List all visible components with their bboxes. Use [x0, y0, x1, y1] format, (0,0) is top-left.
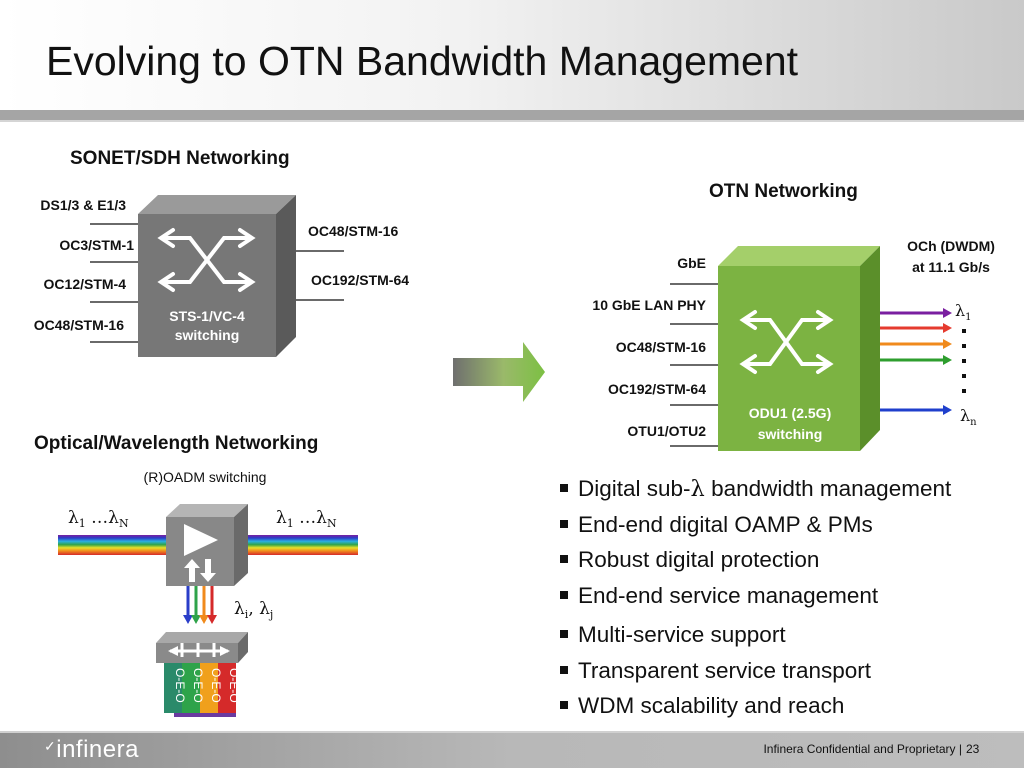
- footer-line: [0, 731, 1024, 733]
- sonet-input-label: OC48/STM-16: [34, 317, 124, 333]
- logo-check-icon: ✓: [44, 738, 57, 754]
- lambda-symbol: λ: [690, 476, 705, 502]
- roadm-box: [166, 504, 248, 586]
- sonet-box-label: STS-1/VC-4: [169, 308, 245, 324]
- sonet-heading: SONET/SDH Networking: [70, 148, 290, 169]
- logo-text: infinera: [56, 736, 139, 763]
- bullet-square-icon: [560, 665, 568, 674]
- list-item: WDM scalability and reach: [558, 691, 951, 727]
- bullet-square-icon: [560, 630, 568, 638]
- header-background: [0, 0, 1024, 112]
- sonet-box-label: switching: [175, 327, 240, 343]
- rainbow-fiber-right: [246, 535, 358, 555]
- header-bar-line: [0, 120, 1024, 122]
- otn-input-label: GbE: [677, 255, 706, 271]
- bullet-text: End-end service management: [578, 582, 879, 608]
- oeo-cards: [164, 663, 236, 717]
- bullet-text: End-end digital OAMP & PMs: [578, 511, 873, 537]
- otn-input-label: OC48/STM-16: [616, 339, 706, 355]
- bullet-text: bandwidth management: [704, 476, 952, 501]
- otn-input-label: 10 GbE LAN PHY: [592, 297, 706, 313]
- wavelength-arrows: [880, 308, 952, 415]
- list-item: Robust digital protection: [558, 545, 951, 581]
- otn-box-label: ODU1 (2.5G): [749, 405, 831, 421]
- otn-input-label: OC192/STM-64: [608, 381, 706, 397]
- crossover-switch-icon: [739, 310, 834, 374]
- oeo-label: O-E-O: [209, 668, 223, 703]
- otn-switch-box: [718, 246, 880, 451]
- bullet-square-icon: [560, 701, 568, 709]
- lambda-1-label: λ1: [955, 301, 972, 323]
- bullet-square-icon: [560, 555, 568, 563]
- lambda-range-left: λ1 …λN: [68, 508, 129, 530]
- lambda-i-j-label: λi, λj: [234, 599, 273, 621]
- infinera-logo: ✓infinera: [44, 736, 139, 764]
- lambda-n-label: λn: [960, 406, 977, 428]
- otn-box-label: switching: [758, 426, 823, 442]
- optical-subheading: (R)OADM switching: [144, 469, 267, 485]
- play-triangle-icon: [184, 524, 218, 556]
- bullet-square-icon: [560, 519, 568, 528]
- oeo-label: O-E-O: [227, 668, 241, 703]
- oeo-label: O-E-O: [191, 668, 205, 703]
- otn-input-label: OTU1/OTU2: [627, 423, 706, 439]
- transponder-shelf: [156, 632, 248, 663]
- list-item: Multi-service support: [558, 620, 951, 656]
- bullet-text: Robust digital protection: [578, 547, 820, 572]
- otn-output-label: at 11.1 Gb/s: [912, 259, 990, 275]
- sonet-input-lines: [90, 223, 138, 343]
- list-item: Transparent service transport: [558, 656, 951, 692]
- drop-wavelength-arrows: [183, 586, 217, 624]
- crossover-switch-icon: [157, 228, 256, 292]
- bullet-text: Transparent service transport: [578, 657, 872, 683]
- bullet-text: WDM scalability and reach: [578, 693, 845, 718]
- page-number: 23: [966, 742, 980, 756]
- list-item: End-end service management: [558, 581, 951, 617]
- otn-input-lines: [670, 283, 718, 447]
- footer-bar: [0, 733, 1024, 768]
- footer-confidential-text: Infinera Confidential and Proprietary |: [763, 742, 962, 756]
- transition-arrow: [453, 342, 545, 402]
- page-title: Evolving to OTN Bandwidth Management: [46, 38, 799, 84]
- sonet-input-label: OC12/STM-4: [44, 276, 127, 292]
- bullet-square-icon: [560, 590, 568, 599]
- bullet-text: Multi-service support: [578, 622, 786, 647]
- sonet-output-label: OC192/STM-64: [311, 272, 409, 288]
- optical-heading: Optical/Wavelength Networking: [34, 433, 318, 454]
- rainbow-fiber-left: [58, 535, 170, 555]
- sonet-input-label: DS1/3 & E1/3: [40, 197, 126, 213]
- sonet-output-lines: [296, 250, 344, 301]
- sonet-input-label: OC3/STM-1: [59, 237, 134, 253]
- add-drop-arrows-icon: [184, 559, 216, 582]
- otn-heading: OTN Networking: [709, 181, 858, 202]
- feature-list: Digital sub-λ bandwidth management End-e…: [558, 474, 951, 727]
- ellipsis-dots: [962, 329, 966, 393]
- bullet-text: Digital sub-: [578, 476, 691, 501]
- lambda-range-right: λ1 …λN: [276, 508, 337, 530]
- sonet-output-label: OC48/STM-16: [308, 223, 398, 239]
- bullet-square-icon: [560, 484, 568, 492]
- list-item: End-end digital OAMP & PMs: [558, 510, 951, 546]
- oeo-label: O-E-O: [173, 668, 187, 703]
- list-item: Digital sub-λ bandwidth management: [558, 474, 951, 510]
- header-bar: [0, 110, 1024, 120]
- otn-output-label: OCh (DWDM): [907, 238, 995, 254]
